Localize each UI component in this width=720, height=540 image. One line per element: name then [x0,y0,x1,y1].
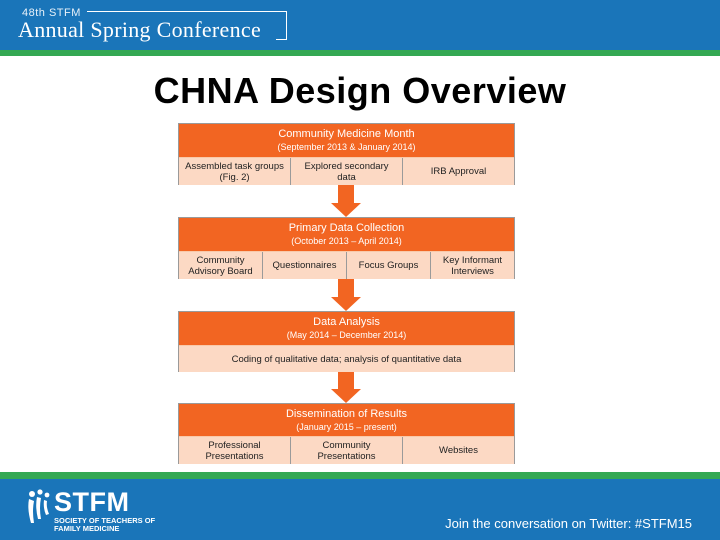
flow-arrow [331,372,361,403]
stage-item: Community Advisory Board [179,252,263,279]
arrow-head [331,389,361,403]
stage-item: Focus Groups [347,252,431,279]
stage-item: Community Presentations [291,437,403,464]
stage-primary-data-collection: Primary Data Collection (October 2013 – … [178,217,515,279]
conference-header: 48th STFM Annual Spring Conference [0,0,720,50]
arrow-head [331,203,361,217]
arrow-head [331,297,361,311]
stage-dates: (January 2015 – present) [296,422,397,432]
stage-items: Assembled task groups (Fig. 2) Explored … [179,158,514,185]
stage-community-medicine-month: Community Medicine Month (September 2013… [178,123,515,185]
stage-item: Websites [439,445,478,456]
conference-footer: STFM SOCIETY OF TEACHERS OF FAMILY MEDIC… [0,479,720,540]
stage-item: Key Informant Interviews [442,254,503,277]
stage-items: Community Advisory Board Questionnaires … [179,252,514,279]
flow-arrow [331,279,361,311]
logo-wordmark: STFM [54,487,130,517]
stage-header: Data Analysis (May 2014 – December 2014) [179,312,514,346]
design-flowchart: Community Medicine Month (September 2013… [178,123,515,464]
slide-title: CHNA Design Overview [153,70,567,111]
logo-subtitle-line2: FAMILY MEDICINE [54,524,120,533]
stfm-logo: STFM SOCIETY OF TEACHERS OF FAMILY MEDIC… [26,487,155,533]
arrow-shaft [338,372,354,389]
conference-name: Annual Spring Conference [18,17,262,42]
footer-green-band [0,472,720,479]
arrow-shaft [338,185,354,203]
header-green-band [0,50,720,56]
stage-item: Explored secondary data [291,158,403,185]
twitter-hashtag: Join the conversation on Twitter: #STFM1… [445,516,692,531]
stage-item: Assembled task groups (Fig. 2) [179,158,291,185]
header-frame-line [87,11,287,40]
stage-header: Primary Data Collection (October 2013 – … [179,218,514,252]
stage-dates: (May 2014 – December 2014) [286,330,407,340]
stage-title: Dissemination of Results [285,408,408,420]
stage-title: Community Medicine Month [278,128,415,140]
stage-items: Coding of qualitative data; analysis of … [179,346,514,372]
flow-arrow [331,185,361,217]
stage-dates: (September 2013 & January 2014) [277,142,416,152]
people-icon [28,489,50,523]
stage-item: IRB Approval [430,166,487,177]
stage-dates: (October 2013 – April 2014) [291,236,402,246]
header-frame-tick [276,39,287,40]
stage-header: Community Medicine Month (September 2013… [179,124,514,158]
logo-subtitle-line1: SOCIETY OF TEACHERS OF [54,516,156,525]
stage-item: Professional Presentations [179,437,291,464]
conference-edition: 48th STFM [22,7,81,19]
stage-header: Dissemination of Results (January 2015 –… [179,404,514,437]
stage-title: Primary Data Collection [288,222,405,234]
stage-items: Professional Presentations Community Pre… [179,437,514,464]
stage-title: Data Analysis [313,316,380,328]
stage-item: Coding of qualitative data; analysis of … [231,353,462,365]
stage-dissemination-of-results: Dissemination of Results (January 2015 –… [178,403,515,464]
arrow-shaft [338,279,354,297]
logo-subtitle: SOCIETY OF TEACHERS OF FAMILY MEDICINE [54,517,155,533]
stage-item: Questionnaires [263,252,347,279]
stage-data-analysis: Data Analysis (May 2014 – December 2014)… [178,311,515,372]
